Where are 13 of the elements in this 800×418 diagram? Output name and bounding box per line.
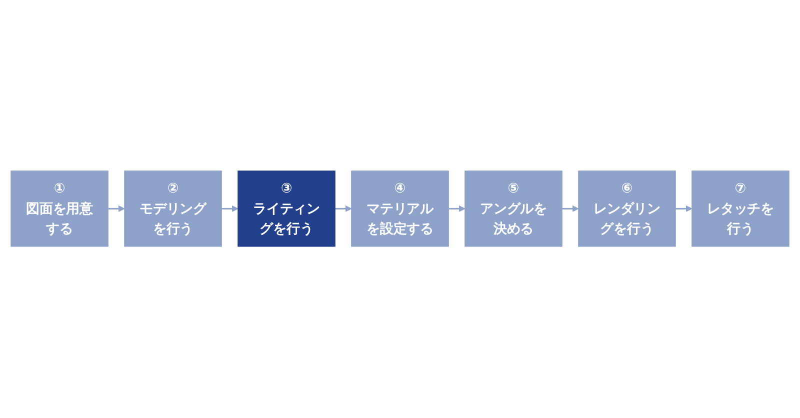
arrow [676,206,692,212]
arrow [448,206,466,212]
arrow [562,206,579,212]
node-box: ④ マテリアルを設定する [351,170,449,248]
node-box: ⑦ レタッチを行う [692,170,790,248]
arrow [335,206,352,212]
node-box: ② モデリングを行う [124,170,222,248]
node-box: ③ ライティングを行う [238,170,336,248]
node-box: ① 図面を用意する [10,170,108,248]
node-box: ⑤ アングルを決める [464,170,562,248]
arrow [108,206,125,212]
arrow [222,206,238,212]
node-box: ⑥ レンダリングを行う [578,170,676,248]
